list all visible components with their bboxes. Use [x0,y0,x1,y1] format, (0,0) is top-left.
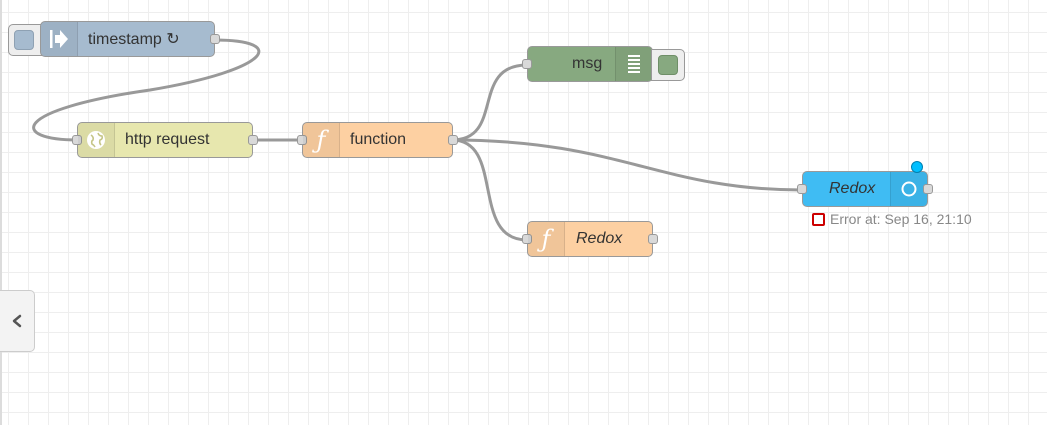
output-port[interactable] [648,234,658,244]
output-port[interactable] [923,184,933,194]
input-port[interactable] [522,234,532,244]
input-port[interactable] [72,135,82,145]
debug-toggle-button[interactable] [651,49,685,81]
node-status: Error at: Sep 16, 21:10 [812,211,972,227]
chevron-left-icon [12,314,22,328]
output-port[interactable] [210,34,220,44]
function-icon: ƒ [528,222,565,256]
node-msg[interactable]: msg [522,46,653,82]
node-label: http request [125,131,210,148]
wire-function-to-redox-function[interactable] [451,138,528,242]
node-http-request[interactable]: http request [72,122,258,158]
palette-toggle-button[interactable] [0,290,35,352]
node-timestamp[interactable]: timestamp ↻ [40,21,220,57]
node-redox-function[interactable]: ƒ Redox [522,221,658,257]
node-label: Redox [576,230,623,247]
node-label: function [350,131,407,148]
wire-function-to-redox[interactable] [451,138,803,192]
node-label: msg [572,55,603,72]
function-icon: ƒ [303,123,340,157]
status-text: Error at: Sep 16, 21:10 [830,211,972,227]
inject-trigger-button[interactable] [8,24,42,56]
wire-function-to-msg[interactable] [451,63,528,142]
circle-icon [890,172,927,206]
palette-edge [0,0,2,425]
node-changed-indicator [911,161,923,173]
input-port[interactable] [797,184,807,194]
globe-icon [78,123,115,157]
status-error-icon [812,212,825,226]
arrow-in-icon [41,22,78,56]
output-port[interactable] [448,135,458,145]
node-label: Redox [829,180,876,197]
input-port[interactable] [297,135,307,145]
debug-toggle-square [658,55,678,75]
output-port[interactable] [248,135,258,145]
input-port[interactable] [522,59,532,69]
inject-trigger-square [14,30,34,50]
node-label: timestamp ↻ [88,31,180,48]
node-redox[interactable]: Redox [797,171,933,207]
list-icon [615,47,652,81]
wire-timestamp-to-http[interactable] [32,38,261,142]
node-function[interactable]: ƒ function [297,122,458,158]
